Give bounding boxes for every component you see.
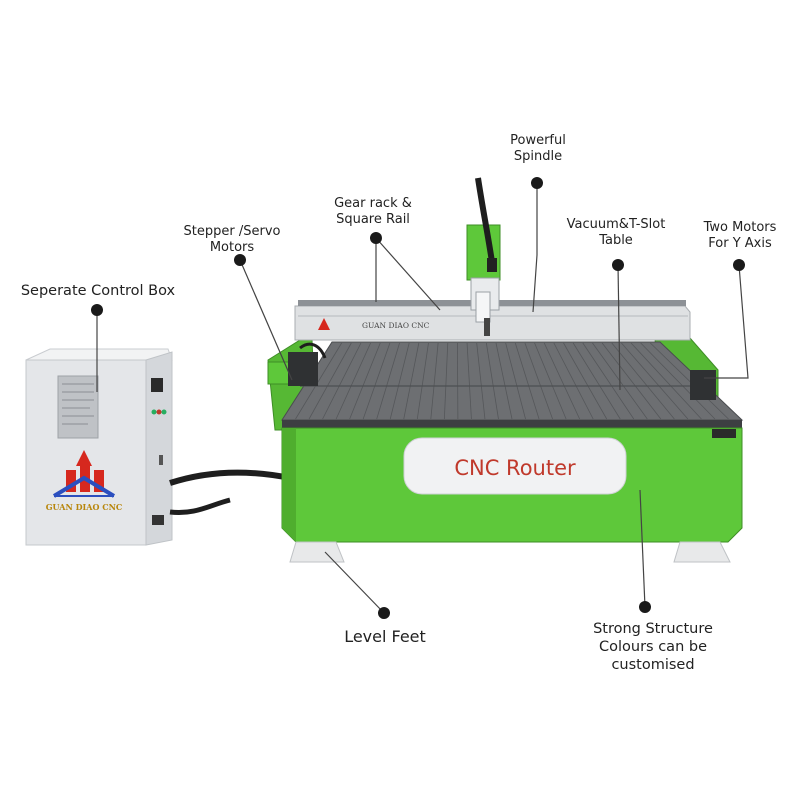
table-slot-line bbox=[308, 342, 352, 420]
gantry-brand-text: GUAN DIAO CNC bbox=[362, 321, 430, 330]
table-slot-line bbox=[335, 342, 371, 420]
table-slot-line bbox=[403, 342, 420, 420]
callout-dots bbox=[91, 177, 745, 619]
cnc-router-panel bbox=[403, 437, 627, 495]
label-two-motors: Two Motors For Y Axis bbox=[703, 220, 777, 252]
table-slot-line bbox=[505, 342, 526, 420]
t-slot-table bbox=[281, 341, 744, 428]
label-control-box: Seperate Control Box bbox=[20, 283, 176, 299]
table-slot-line bbox=[543, 342, 581, 420]
emergency-switch-icon bbox=[151, 378, 163, 392]
table-slot-line bbox=[563, 342, 608, 420]
table-slot-line bbox=[416, 342, 429, 420]
left-motor-icon bbox=[288, 352, 318, 386]
table-slot-line bbox=[495, 342, 513, 420]
table-slot-line bbox=[601, 342, 662, 420]
table-slot-line bbox=[466, 342, 472, 420]
power-cable bbox=[169, 469, 291, 486]
table-slot-line bbox=[553, 342, 594, 420]
table-slot-line bbox=[443, 342, 449, 420]
box-handle-icon bbox=[159, 455, 163, 465]
table-slot-line bbox=[572, 342, 621, 420]
table-slot-line bbox=[485, 342, 499, 420]
callout-lines bbox=[96, 183, 749, 614]
table-slot-line bbox=[611, 342, 675, 420]
table-slot-line bbox=[389, 342, 410, 420]
label-gear-rack: Gear rack & Square Rail bbox=[334, 196, 412, 228]
table-slot-line bbox=[295, 342, 342, 420]
table-slot-line bbox=[322, 342, 362, 420]
table-slot-line bbox=[362, 342, 391, 420]
level-feet bbox=[289, 541, 731, 563]
spindle-assembly bbox=[466, 177, 501, 336]
table-slot-line bbox=[582, 342, 635, 420]
label-vacuum-table: Vacuum&T-Slot Table bbox=[566, 217, 666, 249]
table-slot-line bbox=[640, 342, 716, 420]
control-box: GUAN DIAO CNC bbox=[25, 348, 173, 546]
table-slot-line bbox=[630, 342, 702, 420]
table-slot-line bbox=[524, 342, 553, 420]
table-slot-line bbox=[349, 342, 381, 420]
label-stepper-servo: Stepper /Servo Motors bbox=[183, 224, 281, 256]
label-level-feet: Level Feet bbox=[344, 627, 426, 646]
table-slot-line bbox=[514, 342, 540, 420]
table-slot-line bbox=[621, 342, 689, 420]
table-slot-line bbox=[650, 342, 729, 420]
box-brand-text: GUAN DIAO CNC bbox=[46, 502, 123, 512]
warning-sticker bbox=[57, 375, 99, 439]
table-slot-line bbox=[476, 342, 486, 420]
panel-text: CNC Router bbox=[454, 456, 576, 480]
table-slot-line bbox=[376, 342, 400, 420]
table-slot-line bbox=[534, 342, 567, 420]
table-slot-line bbox=[430, 342, 439, 420]
label-strong-structure: Strong Structure Colours can be customis… bbox=[593, 621, 713, 674]
right-motor-icon bbox=[690, 370, 716, 400]
machine-body bbox=[281, 427, 743, 543]
guan-diao-logo-icon bbox=[52, 450, 116, 498]
label-powerful-spindle: Powerful Spindle bbox=[510, 133, 566, 165]
